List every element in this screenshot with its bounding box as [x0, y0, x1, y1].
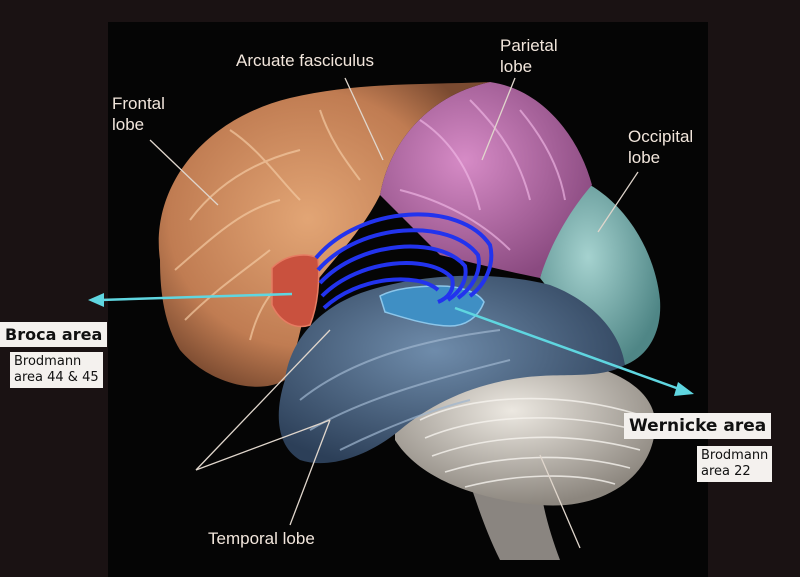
frontal-lobe-label-line1: Frontal	[112, 94, 165, 113]
wernicke-arrow	[454, 306, 694, 396]
temporal-lobe-label: Temporal lobe	[208, 529, 315, 548]
frontal-lobe	[158, 82, 491, 387]
parietal-gyri	[399, 99, 566, 251]
parietal-lobe-label-line1: Parietal	[500, 36, 558, 55]
arcuate-fasciculus-fibers	[314, 212, 494, 310]
broca-arrow	[88, 292, 293, 307]
wernicke-brodmann-line2: area 22	[701, 464, 751, 479]
frontal-lobe-label-line2: lobe	[112, 115, 145, 134]
occipital-lobe	[540, 185, 661, 365]
wernicke-brodmann-box: Brodmann area 22	[697, 446, 773, 482]
broca-area-title: Broca area	[0, 322, 108, 347]
arcuate-fasciculus-label: Arcuate fasciculus	[236, 51, 374, 70]
broca-area-region	[271, 254, 320, 328]
cerebellum	[395, 360, 656, 506]
pointer-lines	[149, 77, 639, 549]
occipital-lobe-label-line1: Occipital	[628, 127, 694, 146]
broca-brodmann-box: Brodmann area 44 & 45	[10, 352, 103, 388]
parietal-lobe-label-line2: lobe	[500, 57, 533, 76]
wernicke-brodmann-line1: Brodmann	[701, 448, 769, 463]
broca-brodmann-line2: area 44 & 45	[14, 370, 99, 385]
broca-brodmann-line1: Brodmann	[14, 354, 82, 369]
temporal-lobe	[278, 275, 625, 464]
occipital-lobe-label: Occipital lobe	[628, 126, 693, 168]
cerebellum-folds	[419, 397, 646, 488]
occipital-lobe-label-line2: lobe	[628, 148, 661, 167]
wernicke-area-title: Wernicke area	[624, 413, 772, 439]
temporal-gyri	[299, 329, 511, 451]
parietal-lobe-label: Parietal lobe	[500, 35, 558, 77]
frontal-lobe-label: Frontal lobe	[112, 93, 165, 135]
